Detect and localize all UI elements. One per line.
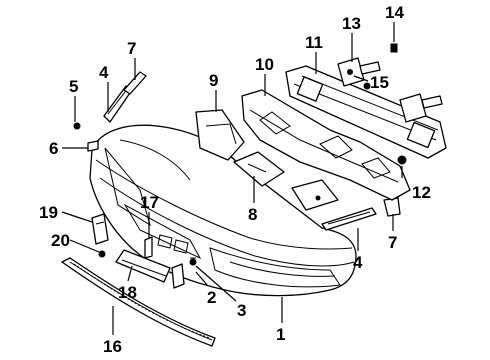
callout-13: 13 [342, 14, 361, 33]
part-20-screw [98, 250, 106, 258]
callout-8: 8 [248, 205, 257, 224]
callout-4-left: 4 [99, 63, 109, 82]
part-12-nut [397, 155, 407, 165]
callout-7-left: 7 [127, 39, 136, 58]
right-mount-bolt [399, 93, 443, 123]
callout-17: 17 [140, 193, 159, 212]
part-3-nut [189, 257, 197, 266]
part-1-bumper-fascia [89, 124, 357, 297]
part-6-clip [87, 140, 99, 152]
callout-4-right: 4 [353, 253, 363, 272]
callout-10: 10 [255, 55, 274, 74]
part-11-reinforcement [285, 65, 447, 159]
part-2-fastener [171, 263, 185, 289]
callout-2: 2 [207, 288, 216, 307]
callout-18: 18 [118, 283, 137, 302]
part-19-bracket [91, 213, 109, 245]
part-10-absorber-foam [241, 89, 411, 201]
part-13-mount-bolt [337, 57, 381, 87]
callout-1: 1 [276, 325, 285, 344]
part-14-bolt [390, 43, 398, 53]
part-7-right-retainer [383, 197, 401, 217]
callout-7-right: 7 [388, 233, 397, 252]
callout-5: 5 [69, 77, 78, 96]
callout-19: 19 [39, 203, 58, 222]
callout-16: 16 [103, 337, 122, 356]
absorber-end-block [291, 179, 339, 211]
part-18-plate-bracket [115, 249, 171, 283]
callout-numbers: 1 2 3 4 4 5 6 7 7 8 9 10 11 12 13 14 15 … [39, 3, 431, 356]
callout-3: 3 [237, 301, 246, 320]
part-4-right-guide [321, 207, 377, 231]
part-15-nut [363, 82, 371, 90]
callout-11: 11 [305, 33, 323, 52]
leader-lines [61, 22, 403, 335]
part-9-energy-absorber [195, 109, 245, 161]
part-17-license-tab [144, 236, 153, 259]
callout-15: 15 [370, 73, 389, 92]
callout-9: 9 [209, 71, 218, 90]
part-16-lower-strip [61, 257, 216, 347]
callout-6: 6 [49, 139, 58, 158]
callout-14: 14 [385, 3, 404, 22]
part-8-support-bracket [233, 151, 285, 187]
callout-12: 12 [412, 183, 431, 202]
part-5-screw [73, 122, 81, 130]
callout-20: 20 [51, 231, 70, 250]
